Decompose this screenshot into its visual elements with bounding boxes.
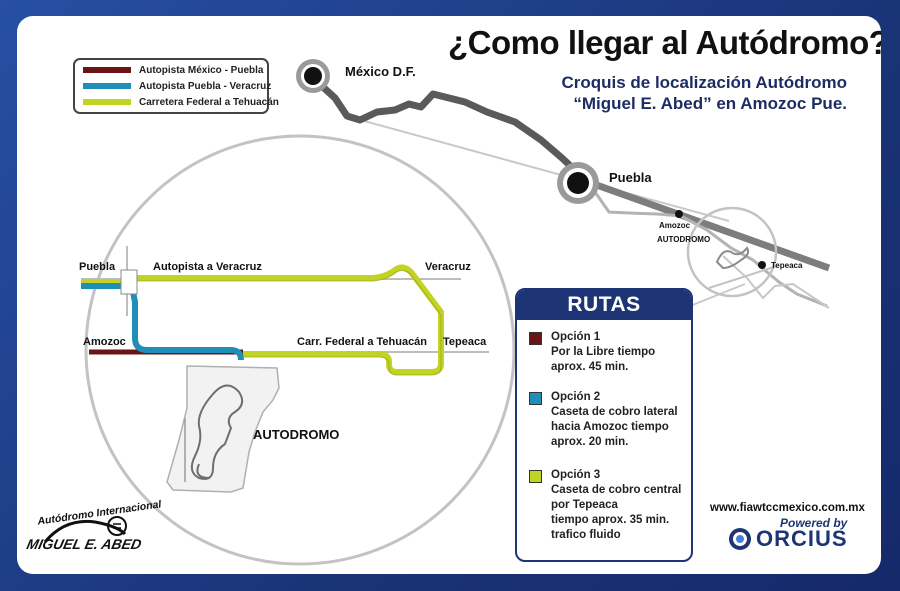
highway-puebla-east: [575, 174, 831, 272]
powered-by-label: Powered by: [780, 516, 848, 530]
ruta-option-line: Caseta de cobro lateral: [551, 406, 678, 418]
autodromo-track: [166, 365, 280, 493]
rutas-panel: RUTAS Opción 1 Por la Libre tiempo aprox…: [515, 288, 693, 562]
ruta-option-swatch: [529, 392, 542, 405]
legend-swatch: [83, 99, 131, 105]
ruta-option-line: aprox. 20 min.: [551, 436, 629, 448]
orcius-logo: ORCIUS: [728, 526, 848, 552]
road-puebla-amozoc: [593, 191, 754, 262]
page-subtitle: Croquis de localización Autódromo “Migue…: [561, 72, 847, 114]
ruta-option-line: aprox. 45 min.: [551, 361, 629, 373]
ruta-option-line: trafico fluido: [551, 529, 621, 541]
small-track-icon: [715, 246, 750, 270]
legend-swatch: [83, 83, 131, 89]
page-title: ¿Como llegar al Autódromo?: [448, 24, 881, 61]
label-autodromo-overview: AUTODROMO: [657, 235, 711, 244]
orcius-brand-text: ORCIUS: [756, 526, 848, 551]
ruta-option-line: Opción 1: [551, 331, 601, 343]
junction-marker: [120, 269, 138, 295]
rutas-heading: RUTAS: [517, 290, 691, 320]
label-puebla-overview: Puebla: [609, 170, 652, 185]
zoom-connector-top: [356, 118, 730, 222]
helmet-emblem-icon: [43, 516, 127, 543]
label-autopista-veracruz: Autopista a Veracruz: [153, 261, 262, 273]
ruta-option-line: tiempo aprox. 35 min.: [551, 514, 670, 526]
ruta-option-text: Opción 2 Caseta de cobro lateral hacia A…: [551, 390, 678, 450]
label-mexico-df: México D.F.: [345, 64, 416, 79]
label-veracruz: Veracruz: [425, 261, 471, 273]
ruta-option-text: Opción 1 Por la Libre tiempo aprox. 45 m…: [551, 330, 655, 375]
label-puebla-detail: Puebla: [79, 261, 116, 273]
legend-item-puebla-veracruz: Autopista Puebla - Veracruz: [83, 79, 271, 93]
label-autodromo-detail: AUTODROMO: [253, 427, 340, 442]
ruta-option-swatch: [529, 470, 542, 483]
ruta-option-text: Opción 3 Caseta de cobro central por Tep…: [551, 468, 681, 543]
ruta-option-line: Caseta de cobro central: [551, 484, 682, 496]
ruta-option-line: hacia Amozoc tiempo: [551, 421, 669, 433]
map-card: Autopista México - Puebla Autopista Pueb…: [17, 16, 881, 574]
orcius-globe-icon: [729, 528, 751, 550]
route-map: [81, 59, 831, 566]
road-south: [722, 255, 830, 309]
ruta-option-line: por Tepeaca: [551, 499, 618, 511]
subtitle-line-1: Croquis de localización Autódromo: [561, 73, 847, 92]
route-opcion-3: [133, 264, 444, 375]
label-amozoc-overview: Amozoc: [659, 221, 691, 230]
label-tepeaca-detail: Tepeaca: [443, 336, 487, 348]
label-carr-federal: Carr. Federal a Tehuacán: [297, 336, 428, 348]
highway-mexico-puebla: [310, 75, 582, 177]
ruta-option-line: Opción 3: [551, 469, 601, 481]
subtitle-line-2: “Miguel E. Abed” en Amozoc Pue.: [573, 94, 847, 113]
legend-label: Autopista México - Puebla: [139, 64, 264, 76]
ruta-option-line: Por la Libre tiempo: [551, 346, 656, 358]
ruta-option-swatch: [529, 332, 542, 345]
website-link[interactable]: www.fiawtccmexico.com.mx: [710, 502, 865, 514]
legend-label: Autopista Puebla - Veracruz: [139, 80, 272, 92]
legend-label: Carretera Federal a Tehuacán: [139, 96, 279, 108]
label-tepeaca-overview: Tepeaca: [771, 261, 803, 270]
town-tepeaca-marker: [758, 261, 766, 269]
legend: Autopista México - Puebla Autopista Pueb…: [73, 58, 279, 114]
town-amozoc-marker: [675, 210, 683, 218]
logo-line-2: MIGUEL E. ABED: [25, 536, 144, 552]
legend-item-federal-tehuacan: Carretera Federal a Tehuacán: [83, 95, 279, 109]
label-amozoc-detail: Amozoc: [83, 336, 126, 348]
ruta-option-line: Opción 2: [551, 391, 601, 403]
legend-swatch: [83, 67, 131, 73]
legend-item-mexico-puebla: Autopista México - Puebla: [83, 63, 263, 77]
zoom-circle-small: [686, 206, 778, 298]
